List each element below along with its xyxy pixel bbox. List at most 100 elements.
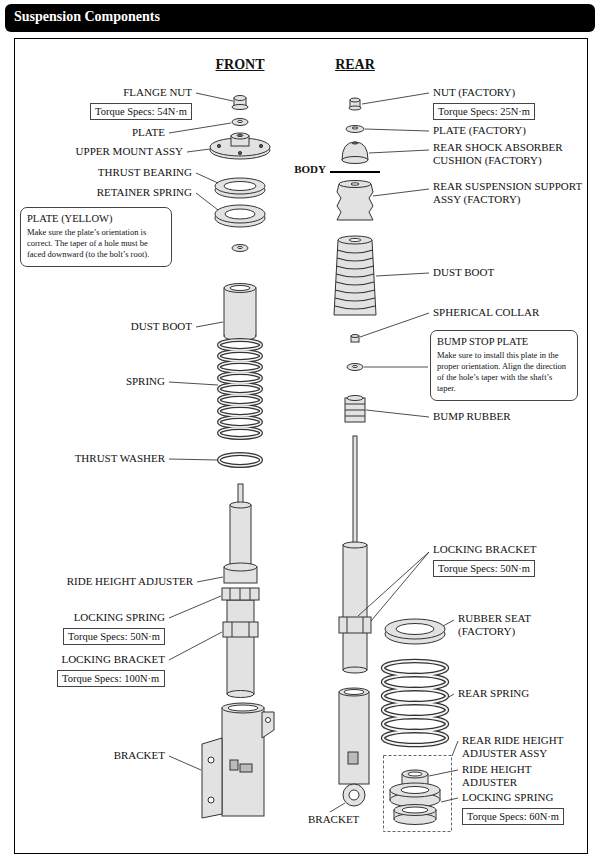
plate-symbol: [232, 245, 248, 252]
part-label: DUST BOOT: [131, 320, 192, 333]
rear-boot-folds: [335, 250, 375, 309]
nut-symbol: [349, 106, 361, 110]
torque-spec-box: Torque Specs: 54N·m: [90, 103, 192, 120]
plate-symbol: [238, 121, 243, 123]
shock-body: [227, 600, 254, 694]
title-text: Suspension Components: [14, 9, 160, 25]
bearing-symbol: [224, 182, 256, 191]
mount-symbol: [237, 135, 243, 137]
plate-symbol: [232, 119, 248, 126]
box-heading: Torque Specs: 54N·m: [95, 105, 187, 118]
part-label: FLANGE NUT: [123, 86, 192, 99]
locking-bracket-symbol: [339, 617, 371, 633]
box-heading: Torque Specs: 50N·m: [68, 630, 160, 643]
locking-spring-symbol: [222, 588, 259, 600]
bracket-symbol: [202, 738, 222, 818]
mount-symbol: [217, 144, 220, 147]
box-heading: Torque Specs: 60N·m: [467, 810, 559, 823]
front-spring: [219, 340, 261, 466]
part-label: BRACKET: [114, 749, 165, 762]
rear-parts: [330, 98, 380, 315]
retainer-symbol: [225, 209, 255, 219]
shock-body: [227, 691, 254, 698]
mount-symbol: [238, 151, 241, 154]
note-box: BUMP STOP PLATEMake sure to install this…: [430, 330, 578, 401]
shock-body: [230, 505, 251, 567]
box-body: Make sure the plate’s orientation is cor…: [27, 227, 165, 260]
boot-symbol: [230, 286, 250, 291]
part-label: PLATE: [132, 126, 165, 139]
box-heading: BUMP STOP PLATE: [437, 335, 571, 348]
plate-symbol: [346, 126, 364, 133]
part-label: RIDE HEIGHT ADJUSTER: [462, 763, 562, 789]
bracket-symbol: [228, 705, 258, 711]
part-label: DUST BOOT: [433, 266, 494, 279]
shock-body: [230, 502, 251, 508]
boot-symbol: [224, 288, 256, 336]
part-label: LOCKING SPRING: [462, 791, 553, 804]
part-label: BODY: [294, 163, 326, 176]
front-parts: [210, 96, 270, 341]
dashed-group: [384, 756, 452, 832]
box-heading: PLATE (YELLOW): [27, 212, 165, 225]
shock-body: [343, 542, 367, 548]
rod-symbol: [353, 436, 357, 546]
torque-spec-box: Torque Specs: 60N·m: [462, 808, 564, 825]
title-bar: [5, 4, 595, 32]
part-label: BRACKET: [308, 813, 359, 826]
torque-spec-box: Torque Specs: 50N·m: [63, 628, 165, 645]
plate-symbol: [238, 247, 243, 249]
frame: [15, 39, 588, 854]
nut-symbol: [232, 105, 248, 110]
collar-symbol: [351, 335, 359, 338]
bracket-symbol: [339, 692, 369, 784]
part-label: PLATE (FACTORY): [433, 124, 526, 137]
shock-body: [343, 545, 367, 670]
part-label: LOCKING BRACKET: [433, 543, 537, 556]
box-heading: Torque Specs: 100N·m: [62, 672, 160, 685]
mount-symbol: [259, 144, 262, 147]
bump-rubber-symbol: [345, 398, 365, 422]
boot-symbol: [224, 284, 256, 293]
part-label: THRUST WASHER: [75, 452, 165, 465]
part-label: RIDE HEIGHT ADJUSTER: [67, 575, 193, 588]
torque-spec-box: Torque Specs: 50N·m: [433, 560, 535, 577]
part-label: REAR SHOCK ABSORBER CUSHION (FACTORY): [433, 141, 583, 167]
nut-symbol: [350, 98, 360, 102]
boot-symbol: [334, 240, 376, 315]
part-label: SPRING: [126, 375, 165, 388]
bracket-symbol: [339, 688, 369, 696]
plate-symbol: [347, 364, 363, 371]
mount-symbol: [231, 133, 249, 139]
section-heading: FRONT: [205, 57, 275, 73]
part-label: LOCKING BRACKET: [61, 653, 165, 666]
shock-body: [343, 667, 367, 673]
section-heading: REAR: [320, 57, 390, 73]
support-symbol: [337, 184, 373, 220]
seat-symbol: [385, 619, 445, 639]
part-label: REAR RIDE HEIGHT ADJUSTER ASSY: [462, 734, 580, 760]
bracket-symbol: [222, 703, 264, 713]
part-label: RUBBER SEAT (FACTORY): [458, 612, 553, 638]
note-box: PLATE (YELLOW) Make sure the plate’s orie…: [20, 207, 172, 267]
support-symbol: [339, 181, 371, 188]
boot-symbol: [338, 236, 372, 244]
bracket-symbol: [343, 784, 365, 806]
box-heading: Torque Specs: 25N·m: [438, 105, 530, 118]
part-label: REAR SPRING: [458, 687, 529, 700]
boot-symbol: [225, 330, 255, 336]
locking-bracket-symbol: [223, 622, 258, 637]
part-label: UPPER MOUNT ASSY: [76, 145, 183, 158]
bearing-symbol: [215, 178, 265, 194]
torque-spec-box: Torque Specs: 100N·m: [57, 670, 165, 687]
part-label: THRUST BEARING: [98, 166, 192, 179]
adjuster-symbol: [224, 563, 257, 571]
part-label: NUT (FACTORY): [433, 86, 515, 99]
torque-spec-box: Torque Specs: 25N·m: [433, 103, 535, 120]
part-label: BUMP RUBBER: [433, 410, 511, 423]
box-heading: Torque Specs: 50N·m: [438, 562, 530, 575]
cushion-symbol: [342, 157, 368, 164]
part-label: REAR SUSPENSION SUPPORT ASSY (FACTORY): [433, 180, 588, 206]
rear-adjuster: [384, 756, 452, 832]
part-label: SPHERICAL COLLAR: [433, 306, 539, 319]
